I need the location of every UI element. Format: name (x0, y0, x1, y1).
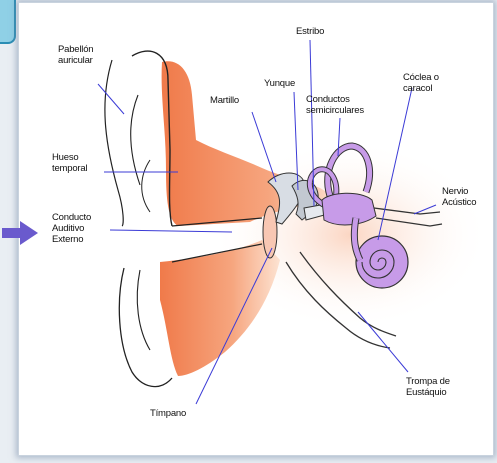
leader-pabellon (98, 84, 124, 114)
label-trompa: Trompa de Eustáquio (406, 376, 450, 398)
pointer-arrow-icon (0, 218, 40, 248)
cochlea (356, 236, 408, 288)
pinna-inner-line (105, 60, 123, 226)
label-estribo: Estribo (296, 26, 324, 37)
label-semicirculares: Conductos semicirculares (306, 94, 364, 116)
tympanic-membrane (263, 206, 277, 258)
label-pabellon: Pabellón auricular (58, 44, 93, 66)
label-yunque: Yunque (264, 78, 295, 89)
vestibule (322, 193, 376, 225)
label-timpano: Tímpano (150, 408, 186, 419)
lobule-line-2 (137, 270, 150, 350)
label-coclea: Cóclea o caracol (403, 72, 439, 94)
pinna-fold-line-2 (142, 160, 150, 212)
label-conducto: Conducto Auditivo Externo (52, 212, 91, 245)
label-hueso: Hueso temporal (52, 152, 87, 174)
label-martillo: Martillo (210, 95, 239, 106)
label-nervio: Nervio Acústico (442, 186, 476, 208)
